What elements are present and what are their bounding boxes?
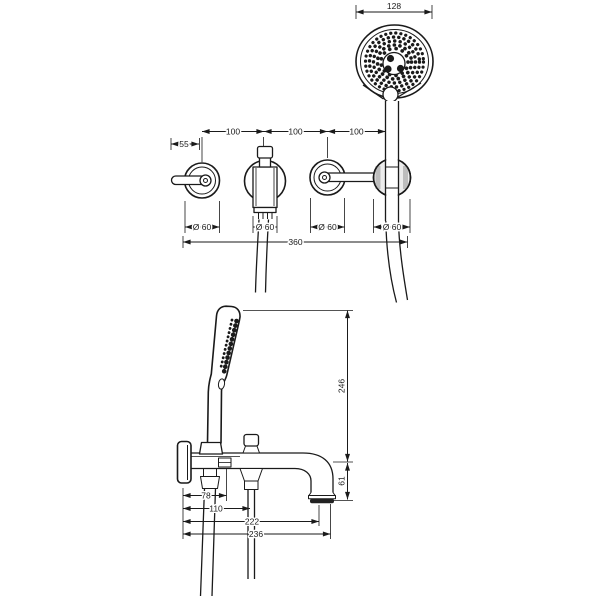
- dim-label-handle-projection: 55: [179, 139, 189, 149]
- dim-label-spacing-right: 100: [349, 127, 363, 137]
- dim-label-shower-height: 246: [337, 379, 347, 393]
- swivel-joint: [382, 86, 399, 103]
- dim-heights: 246 61: [243, 310, 353, 501]
- spout-diverter-knob: [242, 433, 260, 454]
- dim-label-escutcheon-2: Ø 60: [256, 222, 275, 232]
- bath-spout: [176, 433, 336, 504]
- wall-flange: [176, 440, 192, 484]
- shower-handle-grip: [384, 101, 409, 303]
- spout-aerator: [310, 498, 334, 504]
- dim-escutcheons: Ø 60 Ø 60 Ø 60 Ø 60: [184, 198, 411, 234]
- hand-shower-side: [206, 305, 241, 444]
- dim-head-diameter: 128: [355, 0, 433, 19]
- dim-label-spacing-mid: 100: [288, 127, 302, 137]
- dim-total-width: 360: [182, 236, 408, 249]
- dim-label-spout-drop: 61: [337, 476, 347, 486]
- dim-label-diverter-offset: 110: [209, 504, 223, 514]
- dim-label-holder-offset: 78: [201, 491, 211, 501]
- dim-label-escutcheon-1: Ø 60: [193, 222, 212, 232]
- dim-label-spacing-left: 100: [226, 127, 240, 137]
- dim-label-total-width: 360: [288, 237, 302, 247]
- dim-label-total-reach: 236: [249, 529, 263, 539]
- dim-spacings: 100 100 100 55: [170, 125, 386, 162]
- dim-label-escutcheon-4: Ø 60: [383, 222, 402, 232]
- shower-hose-upper: [385, 220, 409, 303]
- shower-holder-socket: [198, 441, 224, 455]
- dim-label-escutcheon-3: Ø 60: [318, 222, 337, 232]
- valve-handle-right: [309, 159, 379, 196]
- dim-lower-widths: 78 110 222 236: [182, 469, 331, 541]
- shower-head: [355, 24, 434, 103]
- hose-connections: [199, 468, 263, 597]
- lever-right: [323, 172, 379, 183]
- head-fork: [362, 82, 422, 100]
- valve-handle-left: [170, 162, 221, 199]
- diverter-valve: [243, 145, 287, 293]
- shower-button: [217, 378, 226, 390]
- diverter-knob-front: [256, 145, 274, 159]
- dim-label-head-diameter: 128: [387, 1, 401, 11]
- dim-label-spout-reach: 222: [245, 517, 259, 527]
